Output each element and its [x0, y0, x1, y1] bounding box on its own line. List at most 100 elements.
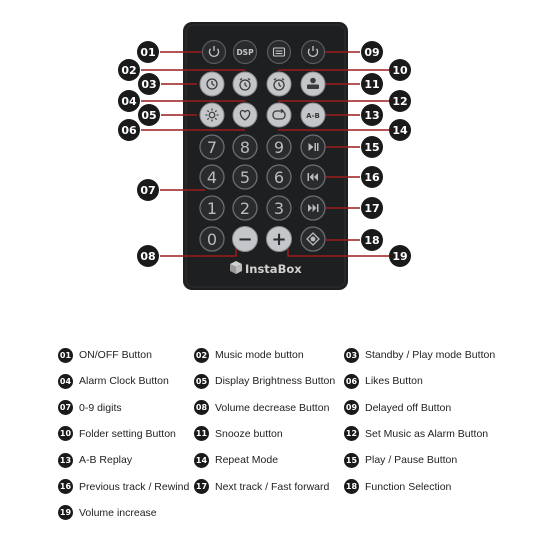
- callout-badge: 03: [138, 73, 160, 95]
- next-track-icon: [308, 204, 319, 212]
- digit-key[interactable]: 7: [199, 134, 225, 160]
- digit-key[interactable]: 0: [199, 226, 225, 252]
- set-music-as-alarm-button[interactable]: [300, 71, 326, 97]
- legend-text: Function Selection: [365, 480, 452, 493]
- legend-number: 14: [194, 452, 209, 468]
- heart-icon: [239, 109, 251, 121]
- digit-key[interactable]: 2: [232, 195, 258, 221]
- play-pause-button[interactable]: [300, 134, 326, 160]
- brand-logo: InstaBox: [230, 261, 302, 276]
- legend-text: Next track / Fast forward: [215, 480, 330, 493]
- callout-number: 12: [392, 95, 407, 108]
- next-track-button[interactable]: [300, 195, 326, 221]
- snooze-button[interactable]: [266, 71, 292, 97]
- digit-label: 9: [274, 138, 284, 157]
- legend-item: 02 Music mode button: [194, 346, 304, 364]
- callout-number: 05: [141, 109, 156, 122]
- callout-number: 10: [392, 64, 408, 77]
- digit-key[interactable]: 4: [199, 164, 225, 190]
- digit-key[interactable]: 6: [266, 164, 292, 190]
- function-selection-button[interactable]: [300, 226, 326, 252]
- power-icon: [307, 46, 319, 58]
- legend-number: 19: [58, 505, 73, 521]
- digit-key[interactable]: 9: [266, 134, 292, 160]
- digit-key[interactable]: 8: [232, 134, 258, 160]
- display-brightness-button[interactable]: [199, 102, 225, 128]
- likes-button[interactable]: [232, 102, 258, 128]
- alarm-clock-button[interactable]: [232, 71, 258, 97]
- function-icon: [306, 232, 320, 246]
- callout-badge: 13: [361, 104, 383, 126]
- digit-key[interactable]: 1: [199, 195, 225, 221]
- digit-label: 4: [207, 168, 217, 187]
- digit-key[interactable]: 5: [232, 164, 258, 190]
- callout-badge: 04: [118, 90, 140, 112]
- power-icon: [208, 46, 220, 58]
- callout-badge: 08: [137, 245, 159, 267]
- callout-badge: 18: [361, 229, 383, 251]
- digit-label: 2: [240, 199, 250, 218]
- legend-number: 05: [194, 373, 209, 389]
- volume-increase-button[interactable]: +: [266, 226, 292, 252]
- legend-text: Alarm Clock Button: [79, 375, 169, 388]
- on-off-button[interactable]: [201, 39, 227, 65]
- legend-text: Likes Button: [365, 375, 423, 388]
- digit-label: 5: [240, 168, 250, 187]
- snooze-icon: [273, 77, 285, 91]
- callout-number: 15: [364, 141, 379, 154]
- callout-number: 13: [364, 109, 379, 122]
- callout-badge: 01: [137, 41, 159, 63]
- legend-number: 07: [58, 400, 73, 416]
- music-mode-button[interactable]: DSP: [232, 39, 258, 65]
- legend-number: 03: [344, 347, 359, 363]
- legend-number: 01: [58, 347, 73, 363]
- callout-badge: 12: [389, 90, 411, 112]
- legend-number: 16: [58, 479, 73, 494]
- callout-number: 08: [140, 250, 155, 263]
- legend-text: Set Music as Alarm Button: [365, 427, 489, 440]
- digit-label: 1: [207, 199, 217, 218]
- callout-lines: [141, 51, 390, 257]
- callout-badge: 11: [361, 73, 383, 95]
- callout-number: 09: [364, 46, 379, 59]
- legend-text: Previous track / Rewind: [79, 480, 190, 493]
- alarm-clock-music-icon: [307, 77, 319, 89]
- callout-number: 03: [141, 78, 156, 91]
- digit-label: 3: [274, 199, 284, 218]
- folder-setting-button[interactable]: [266, 39, 292, 65]
- legend-text: Play / Pause Button: [365, 454, 458, 467]
- legend-text: Snooze button: [215, 427, 283, 440]
- digit-label: 7: [207, 138, 217, 157]
- ab-replay-button[interactable]: A-B: [300, 102, 326, 128]
- repeat-mode-button[interactable]: [266, 102, 292, 128]
- legend-number: 02: [194, 347, 209, 363]
- legend-number: 09: [344, 400, 359, 416]
- callout-number: 19: [392, 250, 407, 263]
- delayed-off-button[interactable]: [300, 39, 326, 65]
- volume-decrease-button[interactable]: −: [232, 226, 258, 252]
- callout-number: 01: [140, 46, 155, 59]
- standby-play-mode-button[interactable]: [199, 71, 225, 97]
- alarm-clock-icon: [239, 77, 251, 91]
- previous-track-button[interactable]: [300, 164, 326, 190]
- callout-number: 18: [364, 234, 379, 247]
- legend-number: 10: [58, 426, 73, 442]
- callout-badge: 09: [361, 41, 383, 63]
- repeat-icon: [272, 108, 286, 120]
- legend-text: Music mode button: [215, 349, 304, 361]
- legend-number: 15: [344, 452, 359, 468]
- callout-badge: 17: [361, 197, 383, 219]
- play-pause-icon: [308, 143, 319, 151]
- digit-key[interactable]: 3: [266, 195, 292, 221]
